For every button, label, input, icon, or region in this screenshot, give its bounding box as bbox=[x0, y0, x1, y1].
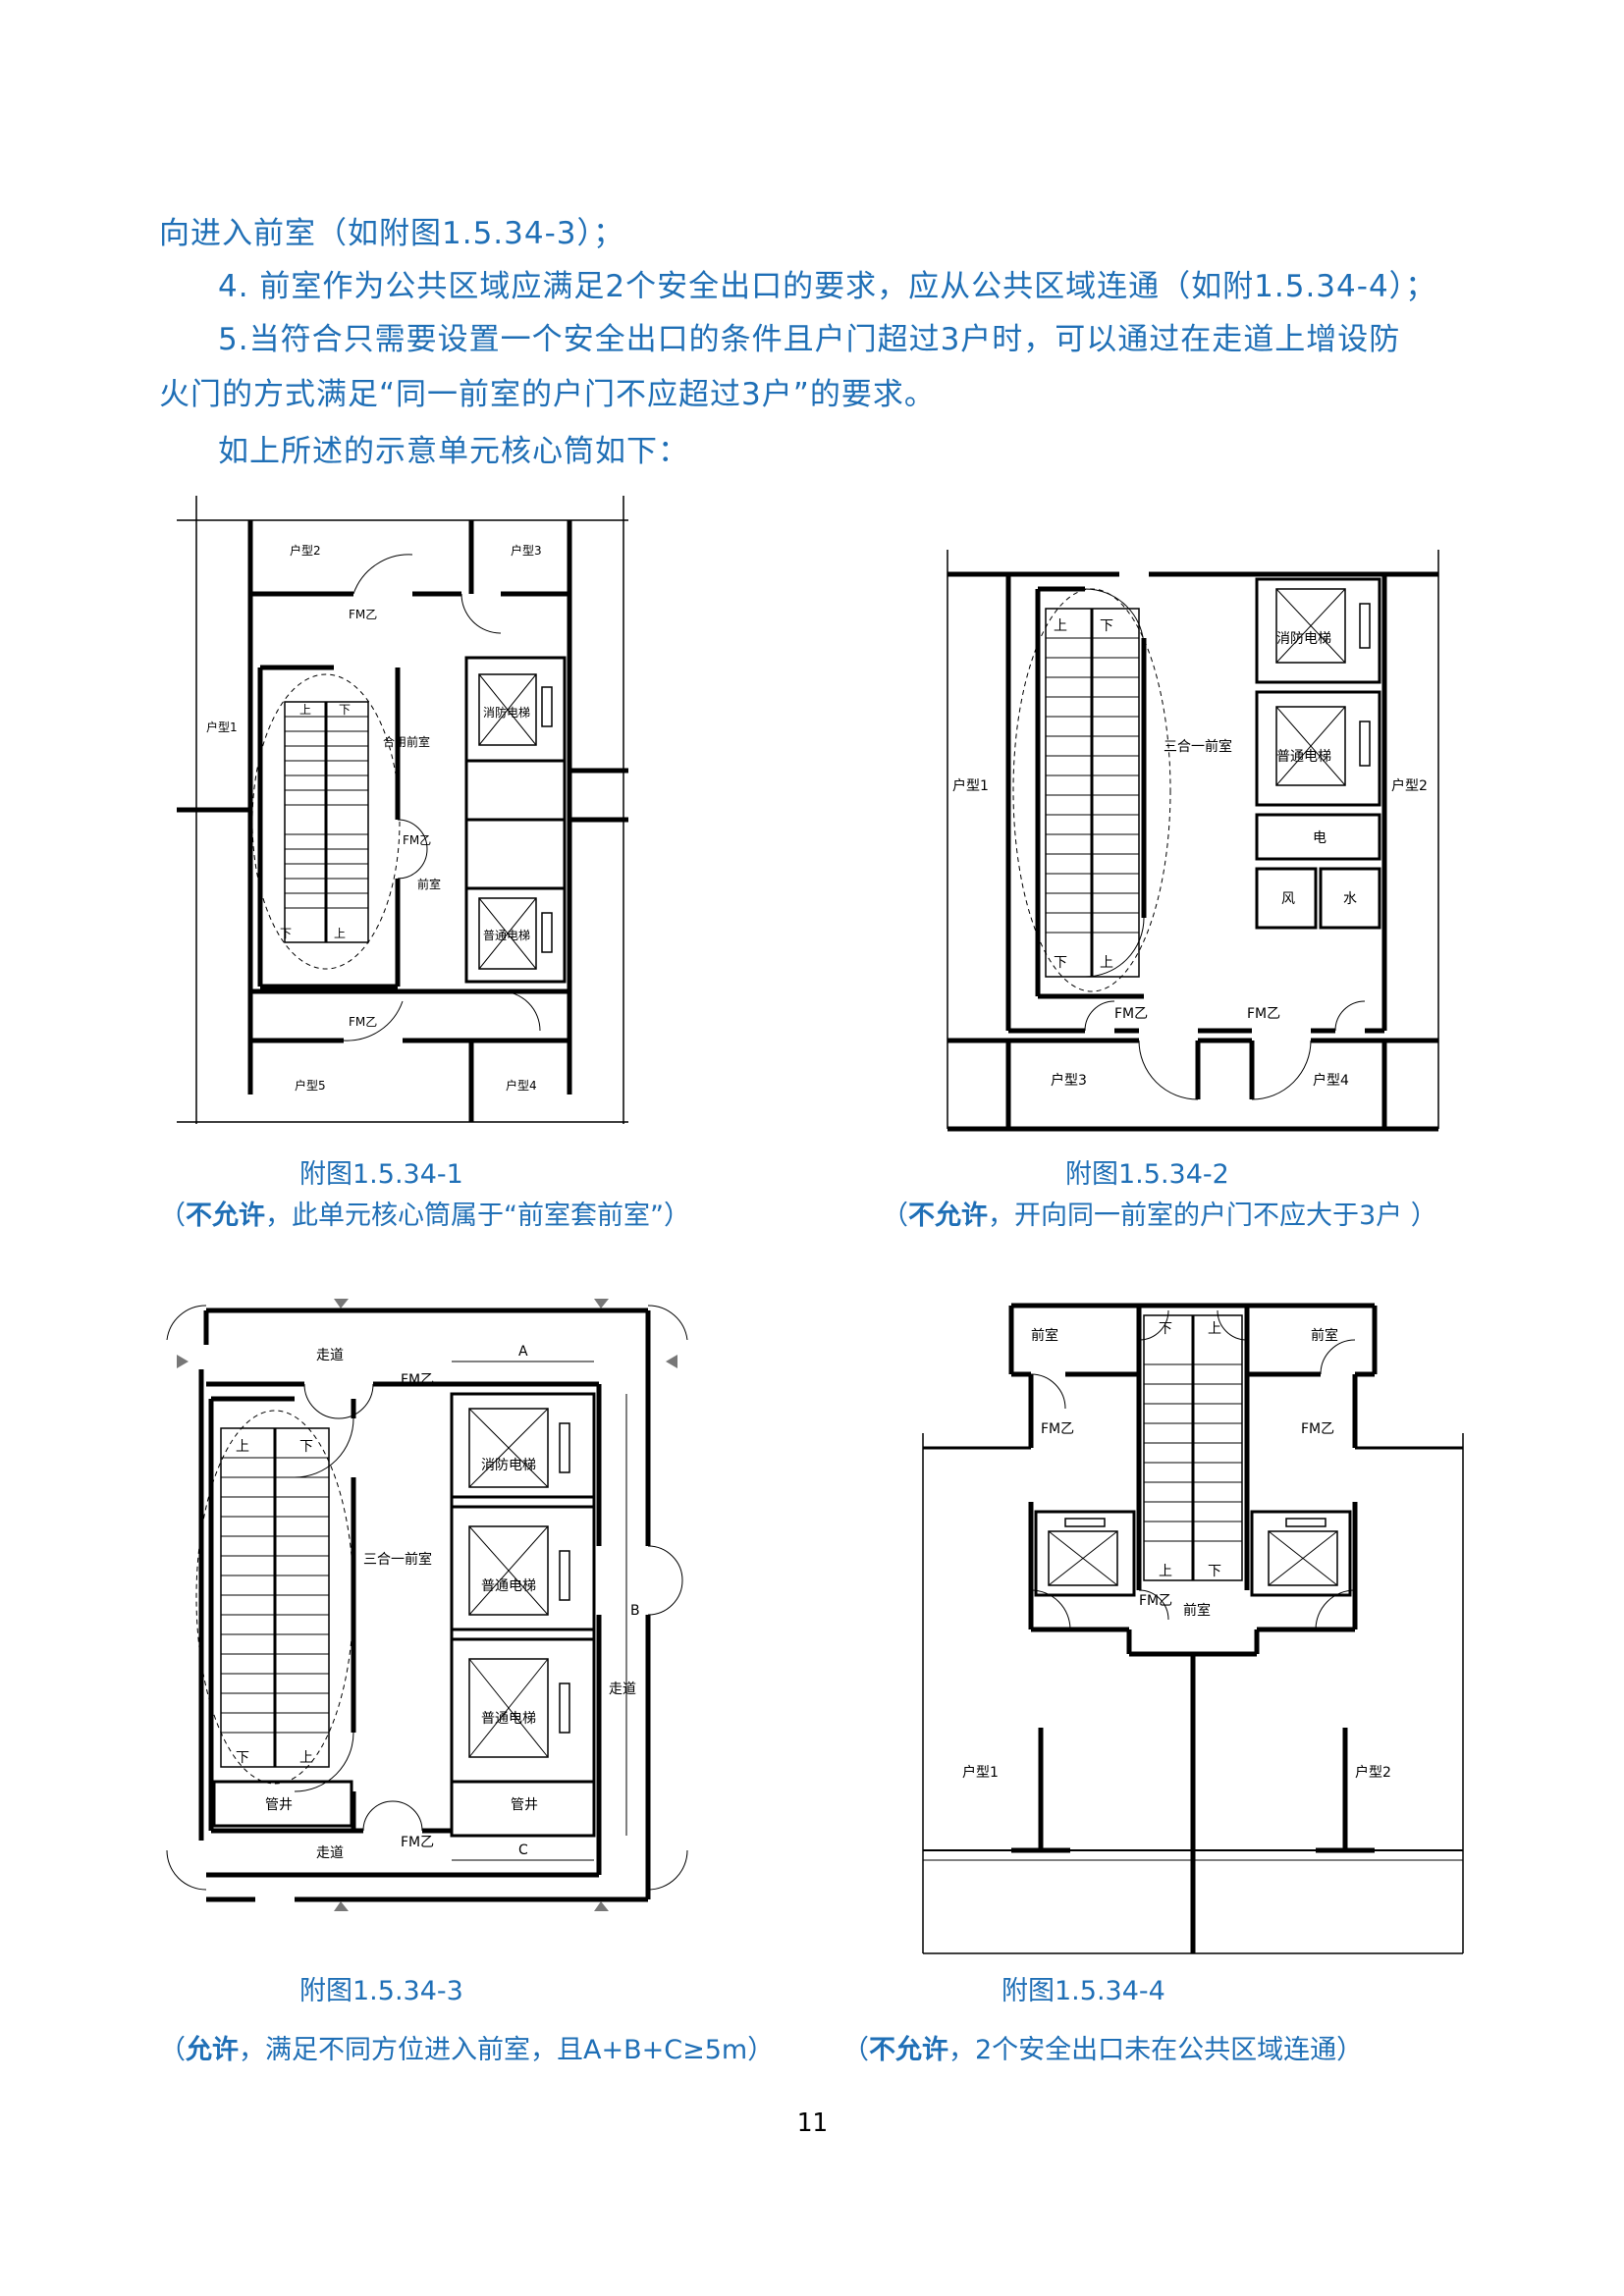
fig3-caption: 附图1.5.34-3 bbox=[299, 1976, 463, 2006]
body-line-3: 5.当符合只需要设置一个安全出口的条件且户门超过3户时，可以通过在走道上增设防 bbox=[218, 322, 1401, 357]
fig3-up-label-2: 上 bbox=[299, 1750, 313, 1766]
fig2-unit1-label: 户型1 bbox=[952, 777, 989, 794]
fig2-door-label-2: FM乙 bbox=[1247, 1006, 1280, 1022]
fig4-caption: 附图1.5.34-4 bbox=[1001, 1976, 1165, 2006]
fig1-front-room-label: 前室 bbox=[417, 877, 441, 891]
fig3-dim-a: A bbox=[518, 1344, 528, 1360]
fig1-up-label: 上 bbox=[299, 703, 311, 717]
fig3-lift-label-2: 普通电梯 bbox=[481, 1711, 536, 1727]
page-number: 11 bbox=[796, 2109, 828, 2138]
fig2-elec-label: 电 bbox=[1313, 830, 1326, 846]
fig2-down-label: 下 bbox=[1100, 618, 1113, 634]
fig2-up-label: 上 bbox=[1054, 618, 1067, 634]
fig3-note-text: ，满足不同方位进入前室，且A+B+C≥5m） bbox=[239, 2035, 775, 2065]
fig3-up-label: 上 bbox=[236, 1439, 249, 1455]
fig1-unit1-label: 户型1 bbox=[206, 720, 238, 734]
figure-3-floorplan: 走道 走道 走道 FM乙 FM乙 三合一前室 消防电梯 普通电梯 普通电梯 管井… bbox=[157, 1271, 707, 1949]
fig3-dim-b: B bbox=[630, 1603, 640, 1619]
fig1-door-label-mid: FM乙 bbox=[403, 833, 431, 847]
fig3-corridor-right: 走道 bbox=[609, 1682, 636, 1697]
body-line-4: 火门的方式满足“同一前室的户门不应超过3户”的要求。 bbox=[159, 377, 936, 412]
fig3-down-label-2: 下 bbox=[236, 1750, 249, 1766]
fig2-caption: 附图1.5.34-2 bbox=[1065, 1159, 1229, 1190]
fig2-unit2-label: 户型2 bbox=[1391, 777, 1428, 794]
fig4-verdict: 不允许 bbox=[869, 2035, 948, 2065]
fig1-caption: 附图1.5.34-1 bbox=[299, 1159, 463, 1190]
fig2-door-label-1: FM乙 bbox=[1114, 1006, 1148, 1022]
body-line-2: 4. 前室作为公共区域应满足2个安全出口的要求，应从公共区域连通（如附1.5.3… bbox=[218, 269, 1437, 304]
fig4-unit1-label: 户型1 bbox=[962, 1764, 999, 1781]
fig2-unit4-label: 户型4 bbox=[1313, 1072, 1349, 1089]
fig1-note-text: ，此单元核心筒属于“前室套前室”） bbox=[265, 1201, 690, 1231]
fig1-down-label: 下 bbox=[339, 703, 351, 717]
fig4-down-label: 下 bbox=[1159, 1321, 1172, 1337]
body-line-5: 如上所述的示意单元核心筒如下： bbox=[218, 434, 689, 469]
fig4-front-center: 前室 bbox=[1183, 1602, 1211, 1619]
fig2-water-label: 水 bbox=[1343, 891, 1357, 907]
fig3-note: （允许，满足不同方位进入前室，且A+B+C≥5m） bbox=[159, 2035, 775, 2065]
body-line-1: 向进入前室（如附图1.5.34-3）； bbox=[159, 216, 625, 251]
fig3-down-label: 下 bbox=[299, 1439, 313, 1455]
fig3-fire-lift-label: 消防电梯 bbox=[481, 1458, 536, 1473]
fig1-unit2-label: 户型2 bbox=[290, 543, 321, 558]
fig3-corridor-top: 走道 bbox=[316, 1348, 344, 1363]
fig2-lift-label: 普通电梯 bbox=[1276, 749, 1331, 765]
fig1-down-label-2: 下 bbox=[280, 927, 292, 940]
fig3-corridor-bottom: 走道 bbox=[316, 1845, 344, 1861]
fig2-combined-lobby-label: 三合一前室 bbox=[1164, 738, 1232, 755]
fig4-door-right: FM乙 bbox=[1301, 1421, 1334, 1437]
fig1-note: （不允许，此单元核心筒属于“前室套前室”） bbox=[159, 1201, 690, 1231]
fig4-door-center: FM乙 bbox=[1139, 1593, 1172, 1609]
fig4-note: （不允许，2个安全出口未在公共区域连通） bbox=[842, 2035, 1364, 2065]
fig3-shaft-right: 管井 bbox=[511, 1797, 538, 1813]
fig4-door-left: FM乙 bbox=[1041, 1421, 1074, 1437]
fig3-door-label-top: FM乙 bbox=[401, 1372, 434, 1388]
fig1-unit3-label: 户型3 bbox=[511, 543, 542, 558]
fig3-shaft-left: 管井 bbox=[265, 1797, 293, 1813]
fig4-up-label-2: 上 bbox=[1159, 1564, 1172, 1579]
fig2-note: （不允许，开向同一前室的户门不应大于3户 ） bbox=[882, 1201, 1437, 1231]
fig4-front-left: 前室 bbox=[1031, 1327, 1058, 1344]
fig4-note-text: ，2个安全出口未在公共区域连通） bbox=[948, 2035, 1364, 2065]
fig2-down-label-2: 下 bbox=[1054, 955, 1067, 971]
fig1-lift-label: 普通电梯 bbox=[483, 929, 530, 942]
fig2-fire-lift-label: 消防电梯 bbox=[1276, 631, 1331, 647]
fig2-unit3-label: 户型3 bbox=[1051, 1072, 1087, 1089]
fig4-unit2-label: 户型2 bbox=[1355, 1764, 1391, 1781]
fig2-wind-label: 风 bbox=[1281, 891, 1295, 907]
fig2-verdict: 不允许 bbox=[908, 1201, 988, 1231]
figure-4-floorplan: 前室 前室 前室 FM乙 FM乙 FM乙 户型1 户型2 下 上 上 下 bbox=[908, 1296, 1478, 1963]
fig4-down-label-2: 下 bbox=[1208, 1564, 1221, 1579]
fig1-unit5-label: 户型5 bbox=[295, 1078, 326, 1093]
figure-1-floorplan: 户型2 户型3 户型1 户型5 户型4 FM乙 FM乙 FM乙 合用前室 前室 … bbox=[177, 496, 648, 1134]
fig3-dim-c: C bbox=[518, 1842, 528, 1858]
fig1-fire-lift-label: 消防电梯 bbox=[483, 705, 530, 720]
fig1-verdict: 不允许 bbox=[186, 1201, 265, 1231]
fig2-note-text: ，开向同一前室的户门不应大于3户 ） bbox=[988, 1201, 1437, 1231]
figure-2-floorplan: 户型1 户型2 户型3 户型4 三合一前室 消防电梯 普通电梯 电 风 水 FM… bbox=[938, 550, 1468, 1139]
fig2-up-label-2: 上 bbox=[1100, 955, 1113, 971]
fig1-shared-lobby-label: 合用前室 bbox=[383, 734, 430, 749]
fig4-up-label: 上 bbox=[1208, 1321, 1221, 1337]
fig3-combined-lobby-label: 三合一前室 bbox=[363, 1551, 432, 1568]
fig3-verdict: 允许 bbox=[186, 2035, 239, 2065]
fig1-door-label-bottom: FM乙 bbox=[349, 1015, 377, 1029]
fig1-door-label-top: FM乙 bbox=[349, 608, 377, 621]
fig3-lift-label-1: 普通电梯 bbox=[481, 1578, 536, 1594]
fig1-up-label-2: 上 bbox=[334, 927, 346, 940]
fig3-door-label-bottom: FM乙 bbox=[401, 1835, 434, 1850]
fig1-unit4-label: 户型4 bbox=[506, 1078, 537, 1093]
fig4-front-right: 前室 bbox=[1311, 1327, 1338, 1344]
